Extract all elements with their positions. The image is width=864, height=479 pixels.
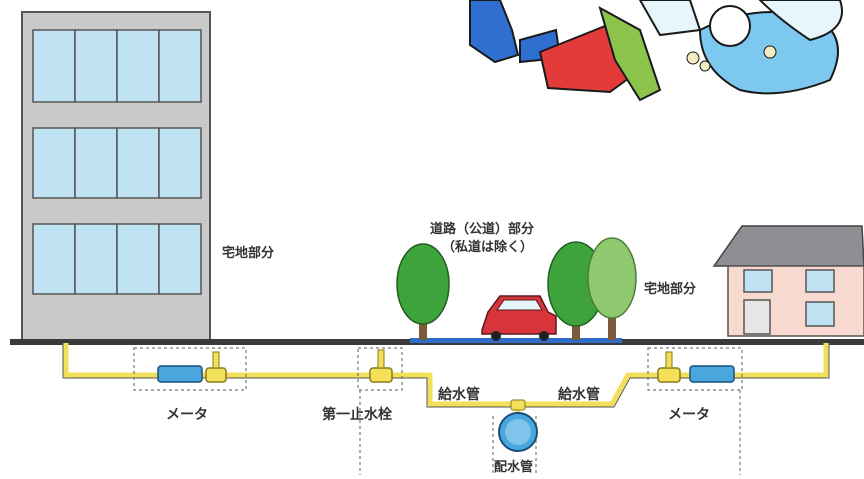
label-residential-left: 宅地部分 — [222, 246, 275, 261]
label-meter-left: メータ — [166, 407, 208, 423]
label-road-line1: 道路（公道）部分 — [430, 222, 535, 237]
dashed-zones — [133, 347, 743, 475]
label-distribution-main: 配水管 — [494, 460, 534, 475]
house — [712, 225, 864, 337]
label-first-stop-valve: 第一止水栓 — [322, 407, 392, 423]
car — [481, 295, 557, 341]
label-meter-right: メータ — [668, 407, 710, 423]
valve-left — [205, 351, 227, 383]
road-surface — [410, 338, 622, 343]
mascot-character — [469, 0, 843, 102]
label-road-line2: （私道は除く） — [442, 240, 534, 255]
label-service-pipe-right: 給水管 — [558, 387, 600, 403]
first-stop-valve — [369, 349, 393, 383]
meter-right — [689, 365, 735, 383]
office-building — [21, 11, 211, 343]
tree-left — [396, 243, 450, 340]
valve-right — [657, 351, 681, 383]
label-service-pipe-left: 給水管 — [438, 387, 480, 403]
distribution-main-pipe — [498, 399, 538, 452]
tree-right — [587, 237, 637, 340]
label-residential-right: 宅地部分 — [644, 282, 697, 297]
meter-left — [157, 365, 203, 383]
